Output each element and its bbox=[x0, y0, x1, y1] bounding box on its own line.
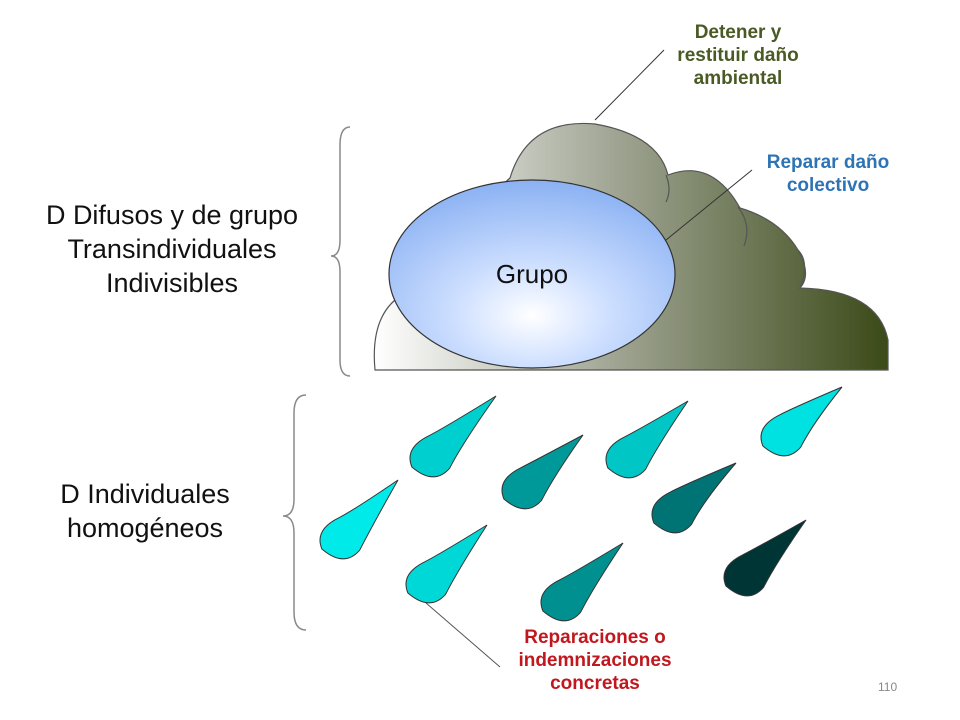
group-ellipse bbox=[388, 179, 676, 369]
upper-brace bbox=[330, 126, 351, 377]
group-rights-label: D Difusos y de grupo Transindividuales I… bbox=[14, 198, 330, 300]
rain-drop bbox=[760, 386, 843, 457]
lower-brace bbox=[282, 394, 307, 631]
rain-drop bbox=[723, 519, 807, 597]
rain-drop bbox=[651, 462, 737, 534]
individual-rights-label: D Individuales homogéneos bbox=[30, 477, 260, 545]
callout-bottom-line-1: Reparaciones o bbox=[524, 627, 666, 648]
callout-top-line-3: ambiental bbox=[693, 68, 783, 89]
callout-bottom-line-3: concretas bbox=[550, 673, 640, 694]
rain-drop bbox=[405, 524, 488, 604]
callout-top: Detener y restituir daño ambiental bbox=[628, 21, 848, 90]
individual-rights-line-1: D Individuales bbox=[60, 479, 230, 509]
callout-bottom: Reparaciones o indemnizaciones concretas bbox=[470, 626, 720, 695]
rain-drop bbox=[319, 479, 399, 560]
callout-middle-line-1: Reparar daño bbox=[766, 152, 890, 173]
rain-drops bbox=[319, 386, 843, 622]
group-rights-line-3: Indivisibles bbox=[105, 268, 239, 298]
page-number: 110 bbox=[878, 680, 898, 694]
callout-middle-line-2: colectivo bbox=[786, 175, 870, 196]
callout-bottom-line-2: indemnizaciones bbox=[518, 650, 672, 671]
individual-rights-line-2: homogéneos bbox=[66, 513, 224, 543]
callout-top-line-1: Detener y bbox=[694, 22, 782, 43]
rain-drop bbox=[501, 434, 584, 510]
rain-drop bbox=[409, 395, 497, 478]
rain-drop bbox=[540, 542, 624, 622]
group-rights-line-1: D Difusos y de grupo bbox=[45, 200, 299, 230]
group-rights-line-2: Transindividuales bbox=[67, 234, 277, 264]
callout-middle: Reparar daño colectivo bbox=[718, 151, 938, 197]
callout-top-line-2: restituir daño bbox=[677, 45, 799, 66]
rain-drop bbox=[605, 400, 689, 479]
group-ellipse-label: Grupo bbox=[496, 259, 568, 289]
